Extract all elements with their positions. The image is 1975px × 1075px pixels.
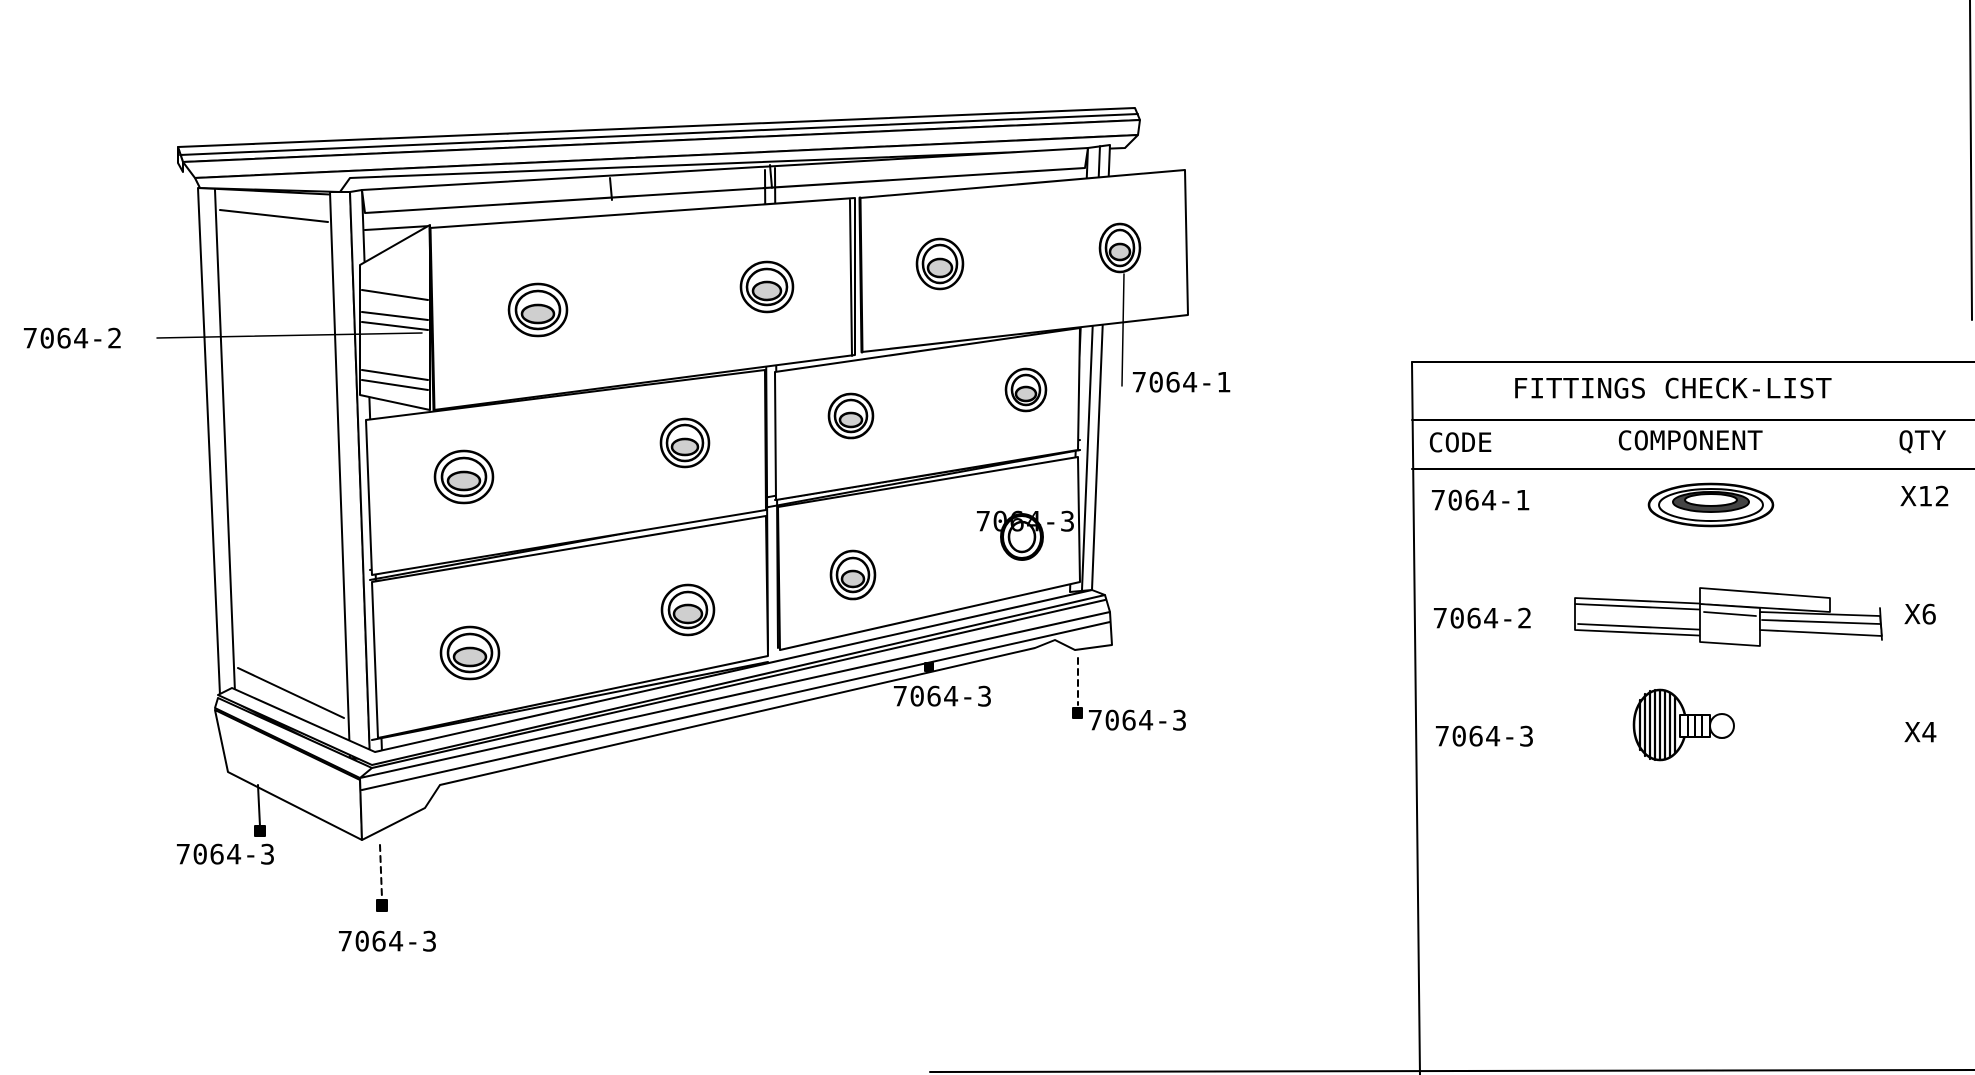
row-code: 7064-3 [1434, 720, 1536, 753]
leveler-feet [254, 657, 1083, 912]
row-qty: X6 [1904, 598, 1938, 631]
row-code: 7064-1 [1430, 484, 1532, 517]
callout-7064-3-front: 7064-3 [337, 925, 439, 958]
handle [1000, 513, 1044, 561]
column-header-component: COMPONENT [1617, 426, 1764, 457]
row-code: 7064-2 [1432, 602, 1534, 635]
dresser-top [177, 107, 1141, 193]
handle [1098, 222, 1142, 274]
checklist-title: FITTINGS CHECK-LIST [1512, 372, 1833, 405]
callout-7064-3-inner: 7064-3 [975, 505, 1077, 538]
handle [507, 282, 569, 338]
row-qty: X12 [1900, 480, 1951, 513]
callout-7064-3-left: 7064-3 [175, 838, 277, 871]
handle [827, 392, 875, 440]
callout-7064-3-right: 7064-3 [1087, 704, 1189, 737]
leveler-foot [254, 784, 266, 837]
handle [739, 260, 795, 314]
drawer-slide-rail-icon [1574, 587, 1883, 647]
leader-lines [156, 273, 1125, 387]
column-header-code: CODE [1428, 428, 1494, 459]
handle [1004, 367, 1048, 413]
handle [829, 549, 877, 601]
handle [915, 237, 965, 291]
leveler-foot [924, 662, 934, 672]
leveler-foot [376, 844, 388, 912]
oval-drawer-pull-icon [1647, 482, 1775, 528]
handle [660, 583, 716, 637]
dresser-case [197, 144, 1111, 761]
callout-7064-1-handle: 7064-1 [1131, 366, 1233, 399]
handle [433, 449, 495, 505]
checklist-frame [929, 0, 1975, 1075]
handle [439, 625, 501, 681]
column-header-qty: QTY [1898, 426, 1947, 457]
lower-drawers [365, 327, 1081, 741]
callout-7064-2-slide: 7064-2 [22, 322, 124, 355]
handle [659, 417, 711, 469]
open-top-drawers [359, 169, 1189, 412]
leveler-foot [1072, 657, 1083, 719]
callout-7064-3-center: 7064-3 [892, 680, 994, 713]
leveler-foot-bolt-icon [1632, 688, 1735, 762]
drawer-handles [433, 222, 1142, 681]
row-qty: X4 [1904, 716, 1938, 749]
